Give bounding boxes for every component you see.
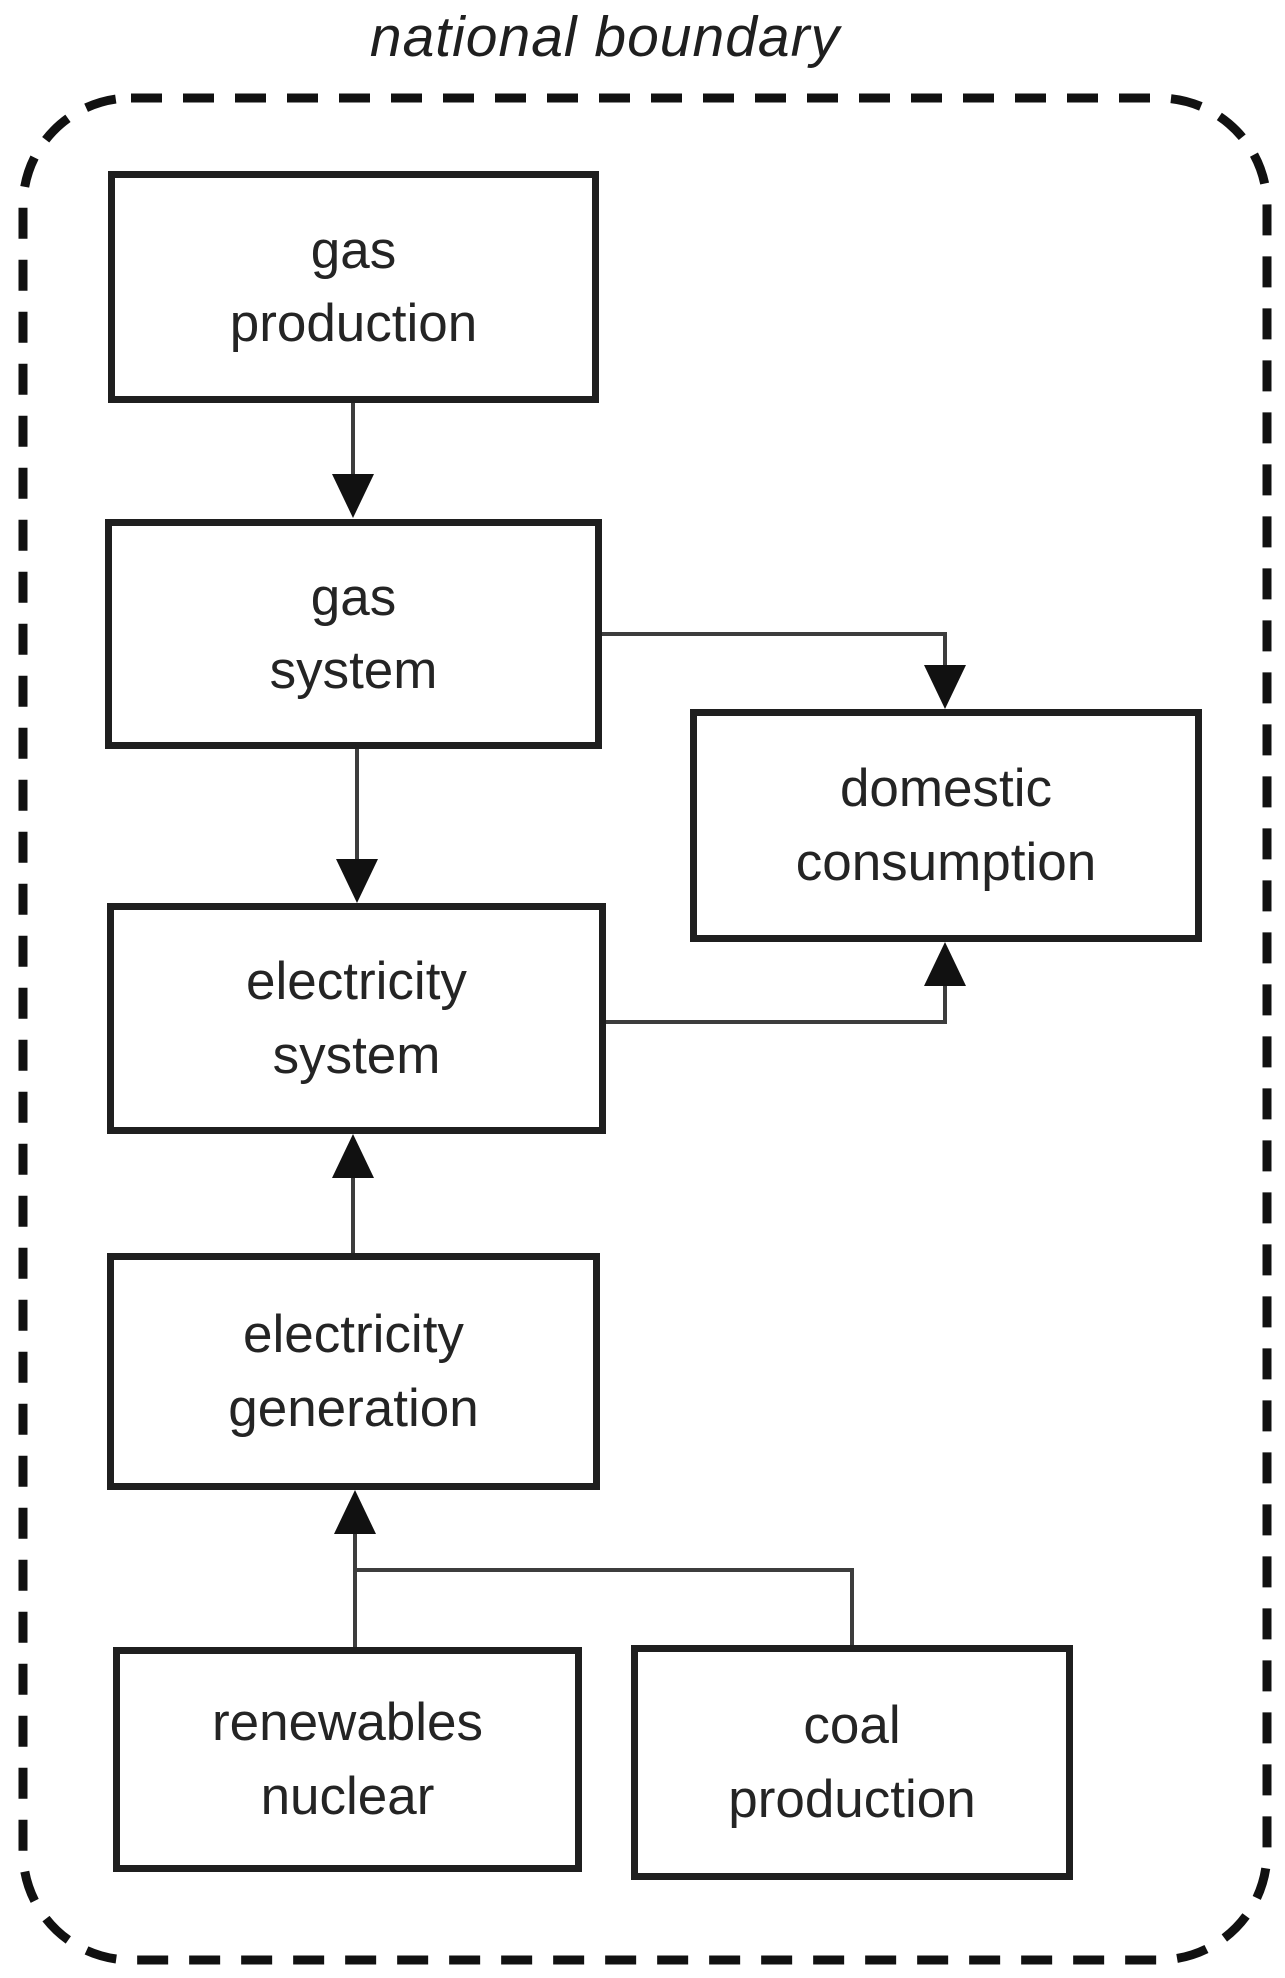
arrowhead-down-icon [924, 665, 966, 709]
arrowhead-up-icon [332, 1134, 374, 1178]
arrowhead-down-icon [336, 859, 378, 903]
arrowhead-up-icon [334, 1490, 376, 1534]
node-coal-production-label: coal production [728, 1696, 976, 1829]
node-gas-production-label: gas production [229, 220, 478, 353]
node-gas-production: gas production [108, 171, 599, 403]
node-coal-production: coal production [631, 1645, 1073, 1880]
arrowhead-down-icon [332, 474, 374, 518]
edge-gas-system-to-electricity-system [336, 749, 378, 903]
node-gas-system-label: gas system [269, 567, 438, 700]
node-electricity-system: electricity system [107, 903, 606, 1134]
edge-electricity-system-to-domestic-consumption [606, 942, 966, 1024]
node-renewables-nuclear-label: renewables nuclear [211, 1693, 484, 1826]
node-domestic-consumption-label: domestic consumption [795, 759, 1097, 892]
edge-coal-production-to-electricity-generation [355, 1568, 854, 1650]
edge-renewables-nuclear-to-electricity-generation [334, 1490, 376, 1647]
node-renewables-nuclear: renewables nuclear [113, 1647, 582, 1872]
boundary-title: national boundary [369, 5, 841, 69]
edge-gas-production-to-gas-system [332, 403, 374, 518]
node-gas-system: gas system [105, 519, 602, 749]
edge-electricity-generation-to-electricity-system [332, 1134, 374, 1253]
node-electricity-generation-label: electricity generation [228, 1305, 479, 1438]
node-electricity-system-label: electricity system [246, 952, 467, 1085]
node-domestic-consumption: domestic consumption [690, 709, 1202, 942]
edge-gas-system-to-domestic-consumption [602, 632, 966, 709]
node-electricity-generation: electricity generation [107, 1253, 600, 1490]
arrowhead-up-icon [924, 942, 966, 986]
